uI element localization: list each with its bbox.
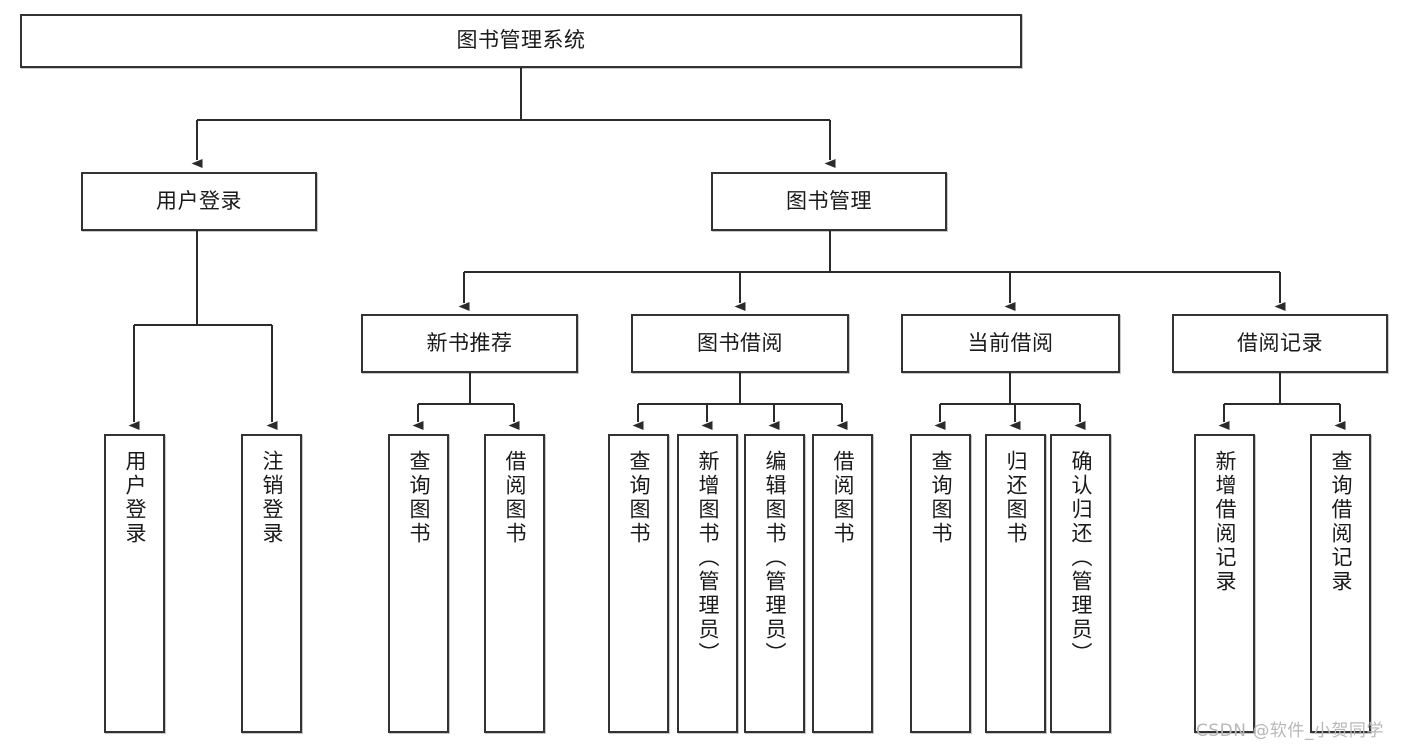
node-leaf-borrow-book-2-label: 借阅图书 bbox=[830, 450, 855, 546]
node-leaf-user-logout-label: 注销登录 bbox=[259, 450, 284, 546]
node-leaf-borrow-book-2[interactable]: 借阅图书 bbox=[812, 434, 873, 733]
node-leaf-query-book-1-label: 查询图书 bbox=[406, 450, 431, 546]
node-leaf-edit-book[interactable]: 编辑图书（管理员） bbox=[744, 434, 805, 733]
node-leaf-return-book-label: 归还图书 bbox=[1003, 450, 1028, 546]
node-new-book-rec[interactable]: 新书推荐 bbox=[361, 314, 578, 373]
node-leaf-query-book-3-label: 查询图书 bbox=[928, 450, 953, 546]
node-user-login-label: 用户登录 bbox=[156, 188, 242, 213]
node-leaf-add-book-label: 新增图书（管理员） bbox=[695, 450, 720, 666]
node-leaf-return-book[interactable]: 归还图书 bbox=[985, 434, 1046, 733]
node-leaf-query-book-2-label: 查询图书 bbox=[626, 450, 651, 546]
node-borrow-record-label: 借阅记录 bbox=[1237, 330, 1323, 355]
node-current-borrow-label: 当前借阅 bbox=[967, 330, 1054, 355]
node-leaf-query-record-label: 查询借阅记录 bbox=[1328, 450, 1353, 594]
node-leaf-edit-book-label: 编辑图书（管理员） bbox=[762, 450, 787, 666]
node-leaf-confirm-return-label: 确认归还（管理员） bbox=[1068, 450, 1093, 666]
node-borrow-record[interactable]: 借阅记录 bbox=[1172, 314, 1388, 373]
node-current-borrow[interactable]: 当前借阅 bbox=[901, 314, 1120, 373]
node-leaf-add-record-label: 新增借阅记录 bbox=[1212, 450, 1237, 594]
node-leaf-query-record[interactable]: 查询借阅记录 bbox=[1310, 434, 1371, 733]
node-leaf-add-record[interactable]: 新增借阅记录 bbox=[1194, 434, 1255, 733]
node-leaf-add-book[interactable]: 新增图书（管理员） bbox=[677, 434, 738, 733]
node-leaf-query-book-2[interactable]: 查询图书 bbox=[608, 434, 669, 733]
node-leaf-confirm-return[interactable]: 确认归还（管理员） bbox=[1050, 434, 1111, 733]
node-book-manage-label: 图书管理 bbox=[786, 188, 872, 213]
node-leaf-query-book-1[interactable]: 查询图书 bbox=[388, 434, 449, 733]
node-leaf-query-book-3[interactable]: 查询图书 bbox=[910, 434, 971, 733]
node-book-manage[interactable]: 图书管理 bbox=[711, 172, 947, 231]
node-book-borrow[interactable]: 图书借阅 bbox=[631, 314, 849, 373]
node-root-label: 图书管理系统 bbox=[456, 28, 586, 53]
node-root[interactable]: 图书管理系统 bbox=[20, 14, 1022, 68]
node-user-login[interactable]: 用户登录 bbox=[81, 172, 317, 231]
node-leaf-borrow-book-1-label: 借阅图书 bbox=[502, 450, 527, 546]
node-leaf-user-login[interactable]: 用户登录 bbox=[104, 434, 165, 733]
csdn-watermark: CSDN @软件_小贺同学 bbox=[1196, 721, 1384, 741]
node-leaf-borrow-book-1[interactable]: 借阅图书 bbox=[484, 434, 545, 733]
node-leaf-user-login-label: 用户登录 bbox=[122, 450, 147, 546]
node-leaf-user-logout[interactable]: 注销登录 bbox=[241, 434, 302, 733]
node-book-borrow-label: 图书借阅 bbox=[697, 330, 783, 355]
node-new-book-rec-label: 新书推荐 bbox=[426, 330, 513, 355]
